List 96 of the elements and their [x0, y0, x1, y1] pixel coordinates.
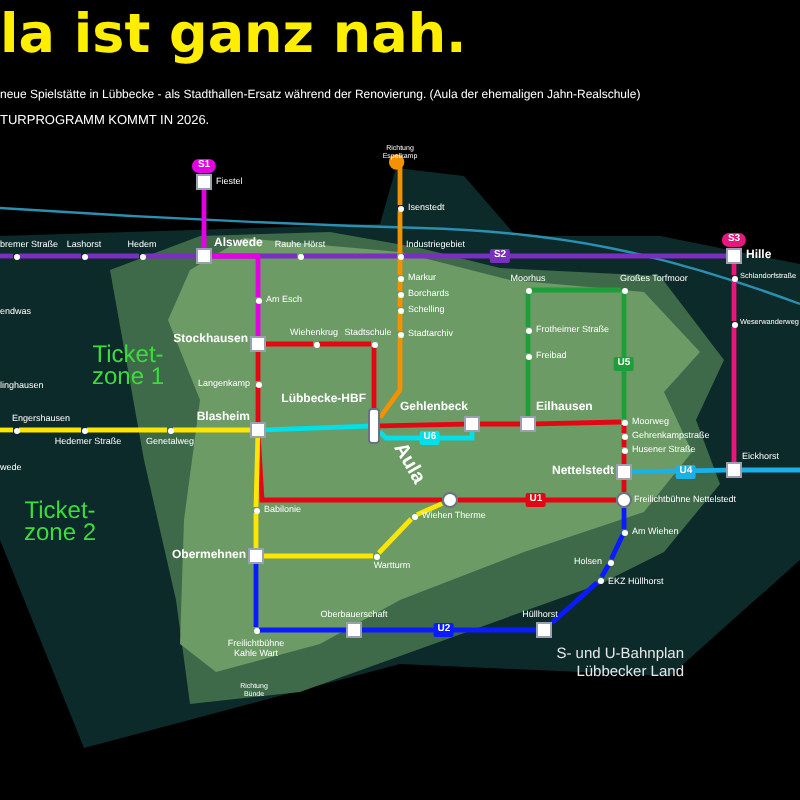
transit-line	[388, 154, 405, 205]
transit-line	[458, 497, 616, 503]
transit-line	[145, 253, 196, 259]
transit-line	[0, 253, 13, 259]
station-marker	[397, 307, 403, 313]
station-marker	[621, 287, 627, 293]
transit-line	[19, 427, 81, 433]
interchange-marker	[346, 622, 362, 638]
transit-line	[256, 437, 442, 503]
station-marker	[167, 427, 173, 433]
station-marker	[313, 341, 319, 347]
transit-line	[403, 253, 726, 259]
station-marker	[13, 253, 19, 259]
station-marker	[253, 507, 259, 513]
station-marker	[397, 331, 403, 337]
station-marker	[397, 205, 403, 211]
interchange-marker	[616, 464, 632, 480]
station-marker	[621, 529, 627, 535]
station-marker	[621, 447, 627, 453]
transit-line	[201, 190, 207, 248]
interchange-marker	[536, 622, 552, 638]
transit-line	[621, 508, 627, 529]
transit-line	[212, 253, 261, 297]
transit-line	[266, 341, 313, 347]
station-marker	[297, 253, 303, 259]
station-marker	[139, 253, 145, 259]
station-marker	[81, 427, 87, 433]
station-marker	[253, 627, 259, 633]
interchange-marker	[196, 174, 212, 190]
transit-line	[377, 517, 413, 555]
transit-line	[371, 347, 377, 408]
transit-line	[253, 564, 259, 627]
transit-line	[265, 423, 369, 433]
station-marker	[397, 253, 403, 259]
station-marker	[411, 513, 417, 519]
interchange-marker	[726, 462, 742, 478]
transit-line	[480, 421, 520, 427]
transit-line	[397, 211, 403, 253]
transit-line	[264, 553, 373, 559]
station-marker	[81, 253, 87, 259]
station-marker	[525, 327, 531, 333]
station-marker	[525, 353, 531, 359]
transit-line	[742, 467, 800, 473]
transit-line	[173, 427, 250, 433]
station-marker	[731, 321, 737, 327]
interchange-marker	[196, 248, 212, 264]
main-station-marker	[368, 408, 380, 444]
transit-line	[362, 627, 536, 633]
transit-line	[19, 253, 81, 259]
transit-line	[253, 513, 259, 548]
transit-line	[731, 327, 737, 462]
interchange-marker	[248, 548, 264, 564]
station-marker	[13, 427, 19, 433]
station-marker	[731, 275, 737, 281]
transit-line	[255, 387, 261, 422]
station-marker	[621, 419, 627, 425]
transit-line	[0, 427, 13, 433]
station-marker	[373, 553, 379, 559]
transit-line	[525, 293, 531, 327]
transit-line	[416, 501, 443, 517]
station-marker	[255, 297, 261, 303]
transit-line	[609, 534, 625, 560]
transit-line	[378, 430, 475, 441]
transit-line	[731, 281, 737, 321]
transit-line	[303, 253, 397, 259]
transit-line	[253, 437, 261, 508]
transit-line	[599, 563, 611, 579]
station-marker	[397, 275, 403, 281]
station-marker	[525, 287, 531, 293]
station-marker	[621, 433, 627, 439]
interchange-marker	[464, 416, 480, 432]
station-marker	[607, 559, 613, 565]
transit-line	[259, 627, 346, 633]
station-marker	[255, 381, 261, 387]
transit-line	[550, 580, 599, 625]
transit-line	[531, 287, 621, 293]
station-marker	[371, 341, 377, 347]
transit-line	[621, 293, 627, 419]
title: la ist ganz nah.	[0, 8, 467, 62]
map-label: Ticket-zone 2	[21, 500, 99, 544]
transit-line	[319, 341, 371, 347]
transit-line	[255, 352, 261, 381]
interchange-marker	[520, 416, 536, 432]
transit-line	[378, 337, 403, 419]
transit-line	[379, 421, 465, 429]
station-marker	[597, 577, 603, 583]
interchange-marker	[250, 336, 266, 352]
station-marker	[397, 291, 403, 297]
interchange-marker	[250, 422, 266, 438]
transit-line	[525, 333, 531, 353]
interchange-marker	[726, 248, 742, 264]
transit-line	[87, 253, 139, 259]
transit-line	[255, 303, 261, 336]
transit-line	[535, 419, 622, 427]
transit-line	[525, 359, 531, 416]
transit-line	[87, 427, 167, 433]
